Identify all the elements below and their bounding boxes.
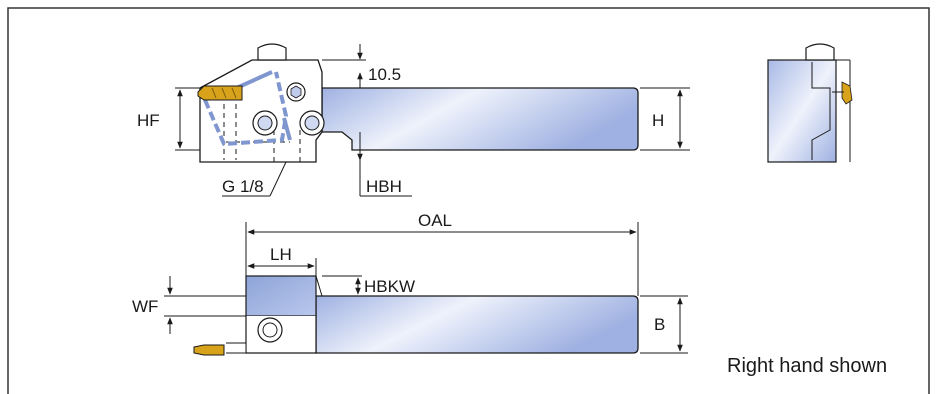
coolant-screw-icon [252,110,278,136]
label-hf: HF [137,111,160,130]
coolant-screw-2-icon [299,110,325,136]
bottom-screw-icon [257,317,283,343]
bottom-view: OAL LH HBKW WF B [132,211,688,356]
right-hand-note: Right hand shown [727,355,887,377]
bottom-insert-icon [193,344,225,356]
clamp-lever [203,71,288,146]
label-wf: WF [132,297,158,316]
label-hbh: HBH [366,177,402,196]
end-view [767,43,853,163]
frame-border [7,7,930,394]
bottom-shank [315,295,639,354]
clamp-screw-icon [286,82,306,102]
label-lh: LH [270,245,292,264]
bottom-head [245,275,317,317]
end-insert-icon [841,81,853,105]
label-g-thread: G 1/8 [222,177,264,196]
label-oal: OAL [418,211,452,230]
label-10-5: 10.5 [368,65,401,84]
top-view: HF 10.5 H HBH G 1/8 [137,43,690,197]
insert-icon [197,85,243,101]
top-shank [321,87,639,151]
label-b: B [654,315,665,334]
top-knob [257,43,287,61]
label-hbkw: HBKW [364,277,415,296]
label-h: H [652,111,664,130]
